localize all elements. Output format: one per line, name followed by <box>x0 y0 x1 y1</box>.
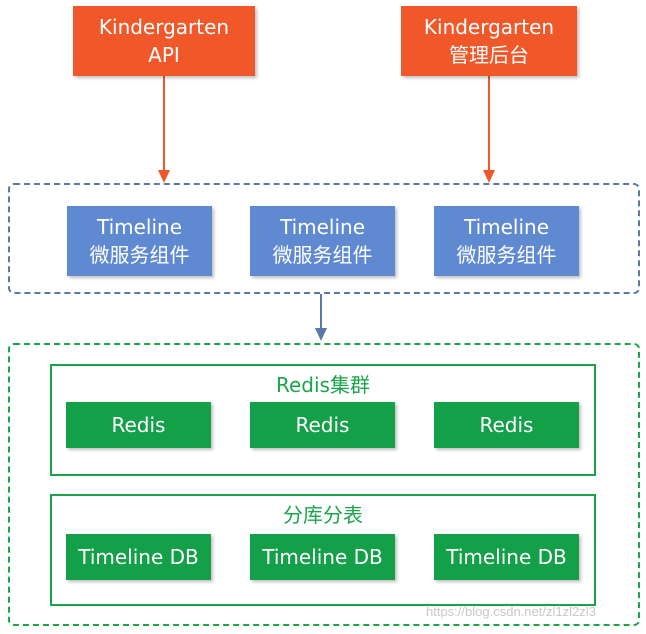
watermark-text: https://blog.csdn.net/zl1zl2zl3 <box>426 604 596 619</box>
box-label-line2: API <box>148 43 180 67</box>
kindergarten-api-box: Kindergarten API <box>73 6 255 76</box>
service-label-line1: Timeline <box>463 215 550 239</box>
redis-node-label: Redis <box>295 413 350 437</box>
db-node-label: Timeline DB <box>446 545 567 569</box>
redis-cluster-title: Redis集群 <box>276 373 370 397</box>
timeline-db-node-1: Timeline DB <box>66 534 211 580</box>
arrow-admin-to-services <box>483 76 495 183</box>
service-label-line2: 微服务组件 <box>456 243 557 267</box>
redis-node-2: Redis <box>250 402 395 448</box>
timeline-service-group <box>8 183 640 294</box>
box-label-line1: Kindergarten <box>98 15 230 39</box>
kindergarten-admin-box: Kindergarten 管理后台 <box>401 6 577 76</box>
redis-node-1: Redis <box>66 402 211 448</box>
arrow-services-to-data <box>315 294 327 341</box>
timeline-service-box-1: Timeline 微服务组件 <box>67 206 212 276</box>
timeline-service-box-2: Timeline 微服务组件 <box>250 206 395 276</box>
arrow-api-to-services <box>158 76 170 183</box>
redis-node-label: Redis <box>479 413 534 437</box>
redis-node-label: Redis <box>111 413 166 437</box>
timeline-service-box-3: Timeline 微服务组件 <box>434 206 579 276</box>
data-layer-group <box>8 343 640 626</box>
timeline-db-node-2: Timeline DB <box>250 534 395 580</box>
redis-node-3: Redis <box>434 402 579 448</box>
db-node-label: Timeline DB <box>78 545 199 569</box>
box-label-line2: 管理后台 <box>449 43 529 67</box>
db-cluster-title: 分库分表 <box>283 503 363 527</box>
db-node-label: Timeline DB <box>262 545 383 569</box>
service-label-line2: 微服务组件 <box>272 243 373 267</box>
service-label-line2: 微服务组件 <box>89 243 190 267</box>
timeline-db-node-3: Timeline DB <box>434 534 579 580</box>
service-label-line1: Timeline <box>96 215 183 239</box>
box-label-line1: Kindergarten <box>423 15 555 39</box>
service-label-line1: Timeline <box>279 215 366 239</box>
